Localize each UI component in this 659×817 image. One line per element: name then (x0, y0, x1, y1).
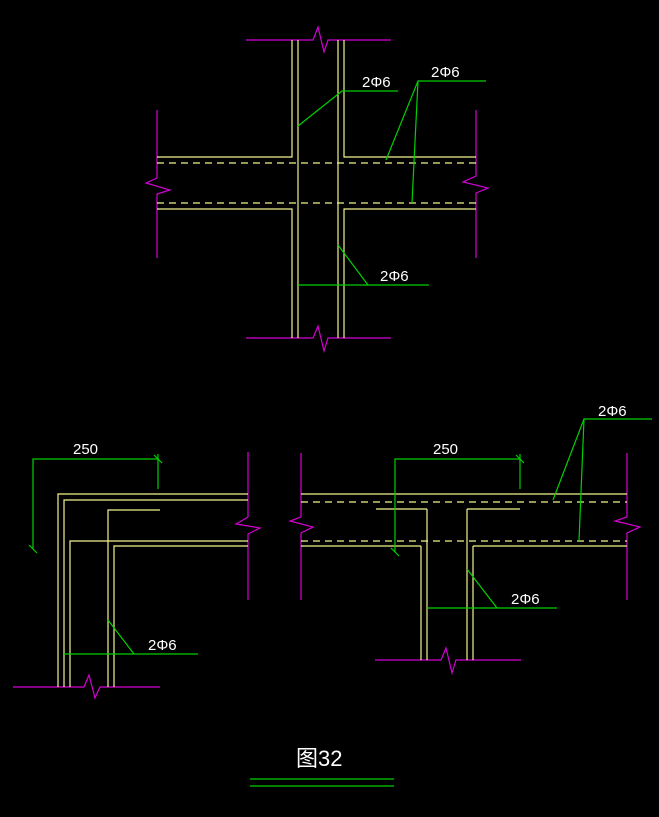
tee-rebar (301, 493, 627, 660)
corner-leaders (28, 454, 198, 655)
tee-leaders (390, 418, 652, 609)
corner-rebar (57, 493, 248, 687)
cross-right-bar-label: 2Φ6 (431, 64, 460, 81)
cross-left-bar-label: 2Φ6 (362, 74, 391, 91)
tee-junction-detail: 2Φ6 250 2Φ6 (287, 403, 652, 676)
cross-junction-detail: 2Φ6 2Φ6 2Φ6 (144, 24, 490, 354)
corner-dimension-label: 250 (73, 441, 98, 458)
corner-junction-detail: 250 2Φ6 (13, 441, 262, 700)
tee-dimension-label: 250 (433, 441, 458, 458)
cross-bottom-bar-label: 2Φ6 (380, 268, 409, 285)
cross-leaders (297, 80, 486, 286)
tee-wall-outline (287, 453, 642, 676)
tee-top-bar-label: 2Φ6 (598, 403, 627, 420)
corner-wall-outline (13, 452, 262, 700)
caption-underline (250, 778, 394, 787)
figure-caption: 图32 (296, 746, 342, 771)
tee-bar-label: 2Φ6 (511, 591, 540, 608)
cross-rebar (157, 40, 476, 338)
corner-bar-label: 2Φ6 (148, 637, 177, 654)
